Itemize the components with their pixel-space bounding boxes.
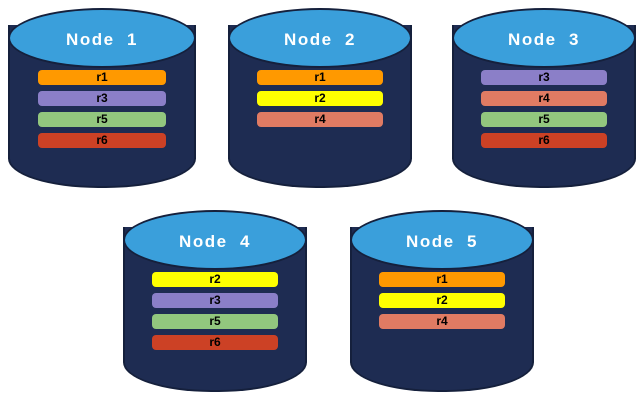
replica-bar-r3[interactable]: r3 (152, 293, 278, 308)
replica-bar-r4[interactable]: r4 (481, 91, 607, 106)
database-node-5[interactable]: Node 5 r1 r2 r4 (350, 210, 534, 392)
cylinder-icon (8, 8, 196, 188)
cylinder-top-ellipse (8, 8, 196, 68)
replica-bar-r5[interactable]: r5 (152, 314, 278, 329)
cylinder-icon (123, 210, 307, 392)
cylinder-icon (452, 8, 636, 188)
replica-bar-r2[interactable]: r2 (379, 293, 505, 308)
replica-bar-r1[interactable]: r1 (379, 272, 505, 287)
database-node-3[interactable]: Node 3 r3 r4 r5 r6 (452, 8, 636, 188)
replica-bar-r2[interactable]: r2 (152, 272, 278, 287)
replica-bar-r4[interactable]: r4 (257, 112, 383, 127)
database-node-2[interactable]: Node 2 r1 r2 r4 (228, 8, 412, 188)
cylinder-top-ellipse (350, 210, 534, 270)
replica-list: r3 r4 r5 r6 (452, 70, 636, 154)
node-label: Node 1 (66, 30, 138, 49)
replica-bar-r6[interactable]: r6 (38, 133, 166, 148)
replica-bar-r1[interactable]: r1 (38, 70, 166, 85)
cylinder-icon (228, 8, 412, 188)
node-label: Node 4 (179, 232, 251, 251)
database-node-1[interactable]: Node 1 r1 r3 r5 r6 (8, 8, 196, 188)
replica-bar-r3[interactable]: r3 (38, 91, 166, 106)
replica-bar-r5[interactable]: r5 (38, 112, 166, 127)
node-label: Node 2 (284, 30, 356, 49)
cylinder-icon (350, 210, 534, 392)
replica-bar-r5[interactable]: r5 (481, 112, 607, 127)
replica-bar-r6[interactable]: r6 (152, 335, 278, 350)
replica-list: r1 r3 r5 r6 (8, 70, 196, 154)
replica-bar-r3[interactable]: r3 (481, 70, 607, 85)
replica-list: r2 r3 r5 r6 (123, 272, 307, 356)
replica-bar-r4[interactable]: r4 (379, 314, 505, 329)
cylinder-top-ellipse (123, 210, 307, 270)
replica-bar-r1[interactable]: r1 (257, 70, 383, 85)
replica-list: r1 r2 r4 (228, 70, 412, 133)
cylinder-top-ellipse (228, 8, 412, 68)
replica-bar-r6[interactable]: r6 (481, 133, 607, 148)
database-node-4[interactable]: Node 4 r2 r3 r5 r6 (123, 210, 307, 392)
node-label: Node 5 (406, 232, 478, 251)
replica-list: r1 r2 r4 (350, 272, 534, 335)
replica-bar-r2[interactable]: r2 (257, 91, 383, 106)
node-label: Node 3 (508, 30, 580, 49)
cylinder-top-ellipse (452, 8, 636, 68)
